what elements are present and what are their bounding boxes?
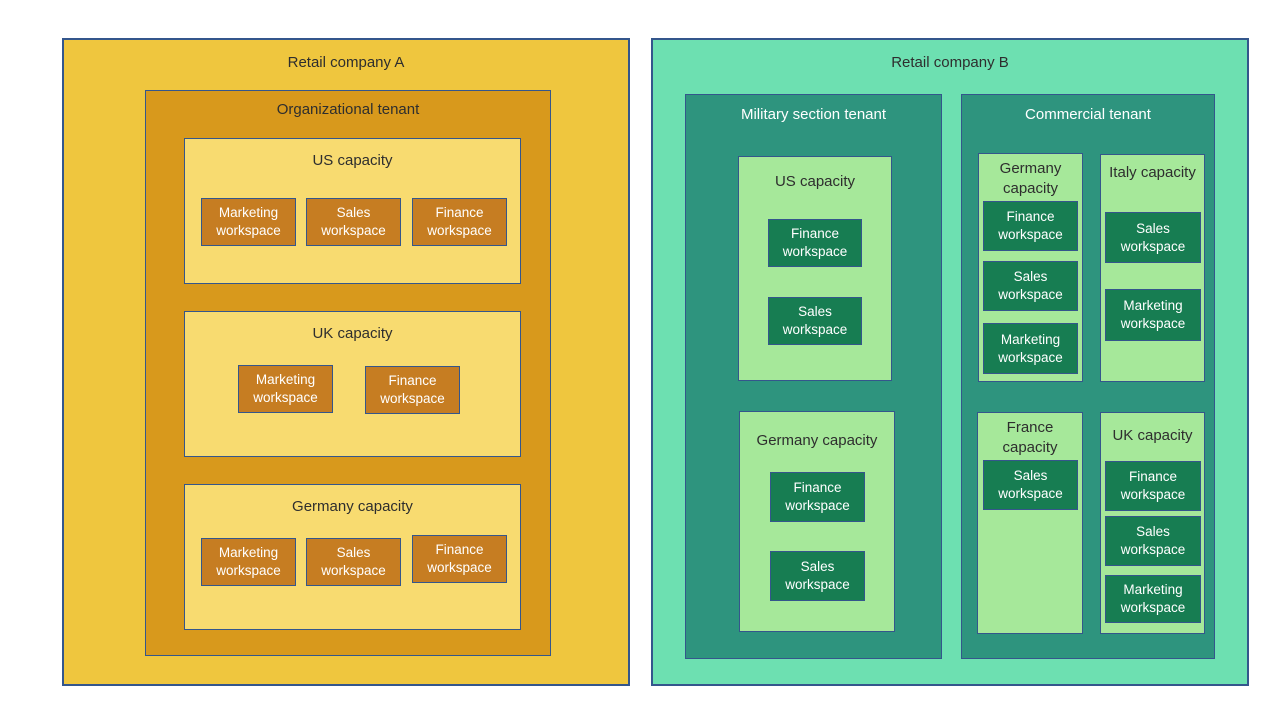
marketing-workspace-box: Marketing workspace [201, 198, 296, 246]
capacity-a-us-box: US capacity Marketing workspace Sales wo… [184, 138, 521, 284]
marketing-workspace-box: Marketing workspace [238, 365, 333, 413]
company-b-title: Retail company B [891, 54, 1009, 71]
tenant-commercial-title: Commercial tenant [1025, 106, 1151, 123]
sales-workspace-box: Sales workspace [770, 551, 865, 601]
sales-workspace-box: Sales workspace [1105, 516, 1201, 566]
finance-workspace-box: Finance workspace [365, 366, 460, 414]
finance-workspace-box: Finance workspace [768, 219, 862, 267]
capacity-mil-germany-title: Germany capacity [756, 432, 878, 449]
finance-workspace-box: Finance workspace [770, 472, 865, 522]
capacity-com-italy-title: Italy capacity [1109, 164, 1196, 181]
sales-workspace-box: Sales workspace [306, 198, 401, 246]
capacity-a-uk-title: UK capacity [312, 325, 393, 342]
capacity-a-germany-title: Germany capacity [292, 498, 413, 515]
marketing-workspace-box: Marketing workspace [983, 323, 1078, 374]
capacity-com-italy-box: Italy capacity Sales workspace Marketing… [1100, 154, 1205, 382]
capacity-a-us-title: US capacity [312, 152, 393, 169]
company-b-box: Retail company B Military section tenant… [651, 38, 1249, 686]
sales-workspace-box: Sales workspace [983, 261, 1078, 311]
tenant-organizational-box: Organizational tenant US capacity Market… [145, 90, 551, 656]
capacity-mil-us-box: US capacity Finance workspace Sales work… [738, 156, 892, 381]
tenant-military-title: Military section tenant [740, 106, 887, 123]
tenant-military-box: Military section tenant US capacity Fina… [685, 94, 942, 659]
capacity-com-france-box: France capacity Sales workspace [977, 412, 1083, 634]
sales-workspace-box: Sales workspace [983, 460, 1078, 510]
company-a-box: Retail company A Organizational tenant U… [62, 38, 630, 686]
capacity-a-germany-box: Germany capacity Marketing workspace Sal… [184, 484, 521, 630]
marketing-workspace-box: Marketing workspace [1105, 575, 1201, 623]
tenant-organizational-title: Organizational tenant [276, 101, 420, 118]
capacity-com-uk-title: UK capacity [1112, 427, 1193, 444]
capacity-com-germany-title: Germany capacity [999, 160, 1062, 197]
capacity-mil-us-title: US capacity [774, 173, 856, 190]
tenant-commercial-box: Commercial tenant Germany capacity Finan… [961, 94, 1215, 659]
sales-workspace-box: Sales workspace [768, 297, 862, 345]
marketing-workspace-box: Marketing workspace [1105, 289, 1201, 341]
capacity-com-germany-box: Germany capacity Finance workspace Sales… [978, 153, 1083, 382]
sales-workspace-box: Sales workspace [1105, 212, 1201, 263]
capacity-mil-germany-box: Germany capacity Finance workspace Sales… [739, 411, 895, 632]
finance-workspace-box: Finance workspace [412, 198, 507, 246]
marketing-workspace-box: Marketing workspace [201, 538, 296, 586]
sales-workspace-box: Sales workspace [306, 538, 401, 586]
finance-workspace-box: Finance workspace [1105, 461, 1201, 511]
capacity-com-france-title: France capacity [1002, 419, 1058, 456]
capacity-com-uk-box: UK capacity Finance workspace Sales work… [1100, 412, 1205, 634]
company-a-title: Retail company A [287, 54, 405, 71]
finance-workspace-box: Finance workspace [412, 535, 507, 583]
finance-workspace-box: Finance workspace [983, 201, 1078, 251]
capacity-a-uk-box: UK capacity Marketing workspace Finance … [184, 311, 521, 457]
